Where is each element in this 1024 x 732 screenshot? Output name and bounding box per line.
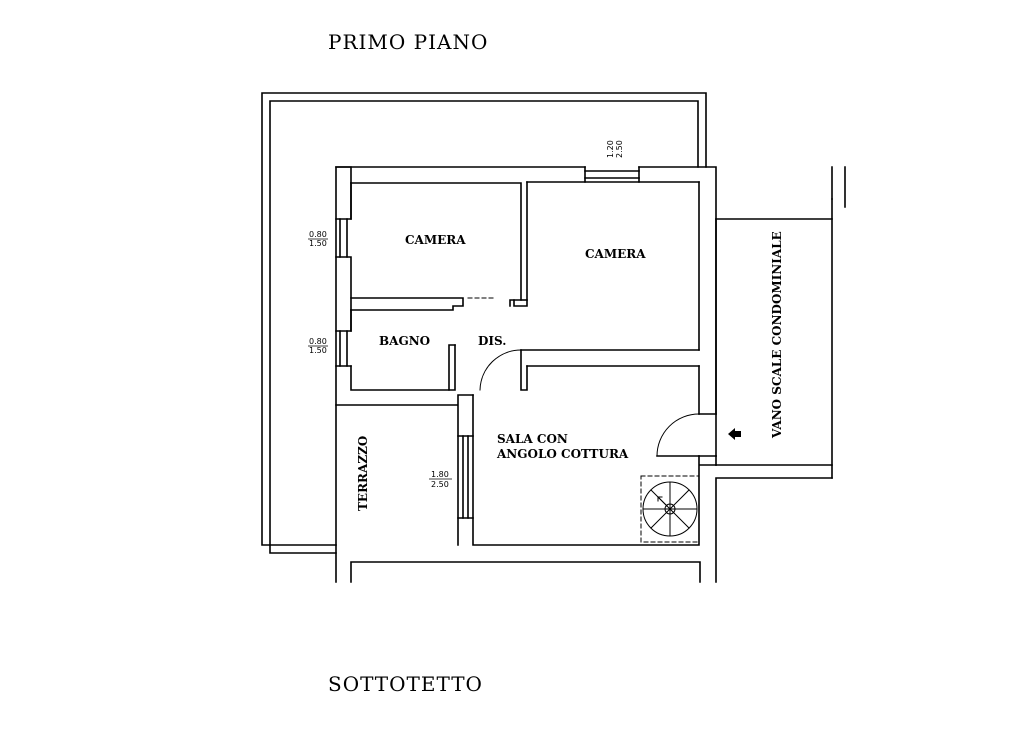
dim-window-camera-w: 0.80 [309, 230, 327, 239]
door-terrazzo [457, 435, 474, 519]
dim-window-bagno-w: 0.80 [309, 337, 327, 346]
entrance-arrow-icon [728, 428, 741, 440]
window-camera [339, 218, 348, 258]
room-label-dis: DIS. [478, 334, 506, 348]
room-label-vano-scale: VANO SCALE CONDOMINIALE [770, 231, 784, 439]
interior-walls [350, 181, 700, 391]
room-label-terrazzo: TERRAZZO [356, 436, 370, 511]
outer-walls [335, 166, 846, 583]
room-label-camera-1: CAMERA [405, 233, 466, 247]
dim-door-terrazzo-w: 1.80 [431, 470, 449, 479]
floor-title: PRIMO PIANO [328, 30, 489, 54]
room-label-sala-1: SALA CON [497, 432, 568, 446]
window-top [584, 166, 640, 183]
dim-window-camera-h: 1.50 [309, 239, 327, 248]
door-sala [479, 349, 522, 391]
room-label-bagno: BAGNO [379, 334, 430, 348]
dim-window-top-h: 2.50 [615, 140, 624, 158]
dim-window-top-w: 1.20 [606, 140, 615, 158]
window-bagno [339, 330, 348, 367]
dim-window-bagno-h: 1.50 [309, 346, 327, 355]
room-label-camera-2: CAMERA [585, 247, 646, 261]
spiral-staircase [640, 475, 700, 543]
entrance-door [656, 413, 717, 457]
room-label-sala-2: ANGOLO COTTURA [496, 447, 629, 461]
lower-floor-title: SOTTOTETTO [328, 672, 483, 696]
terrace-parapet [261, 92, 707, 554]
dim-door-terrazzo-h: 2.50 [431, 480, 449, 489]
